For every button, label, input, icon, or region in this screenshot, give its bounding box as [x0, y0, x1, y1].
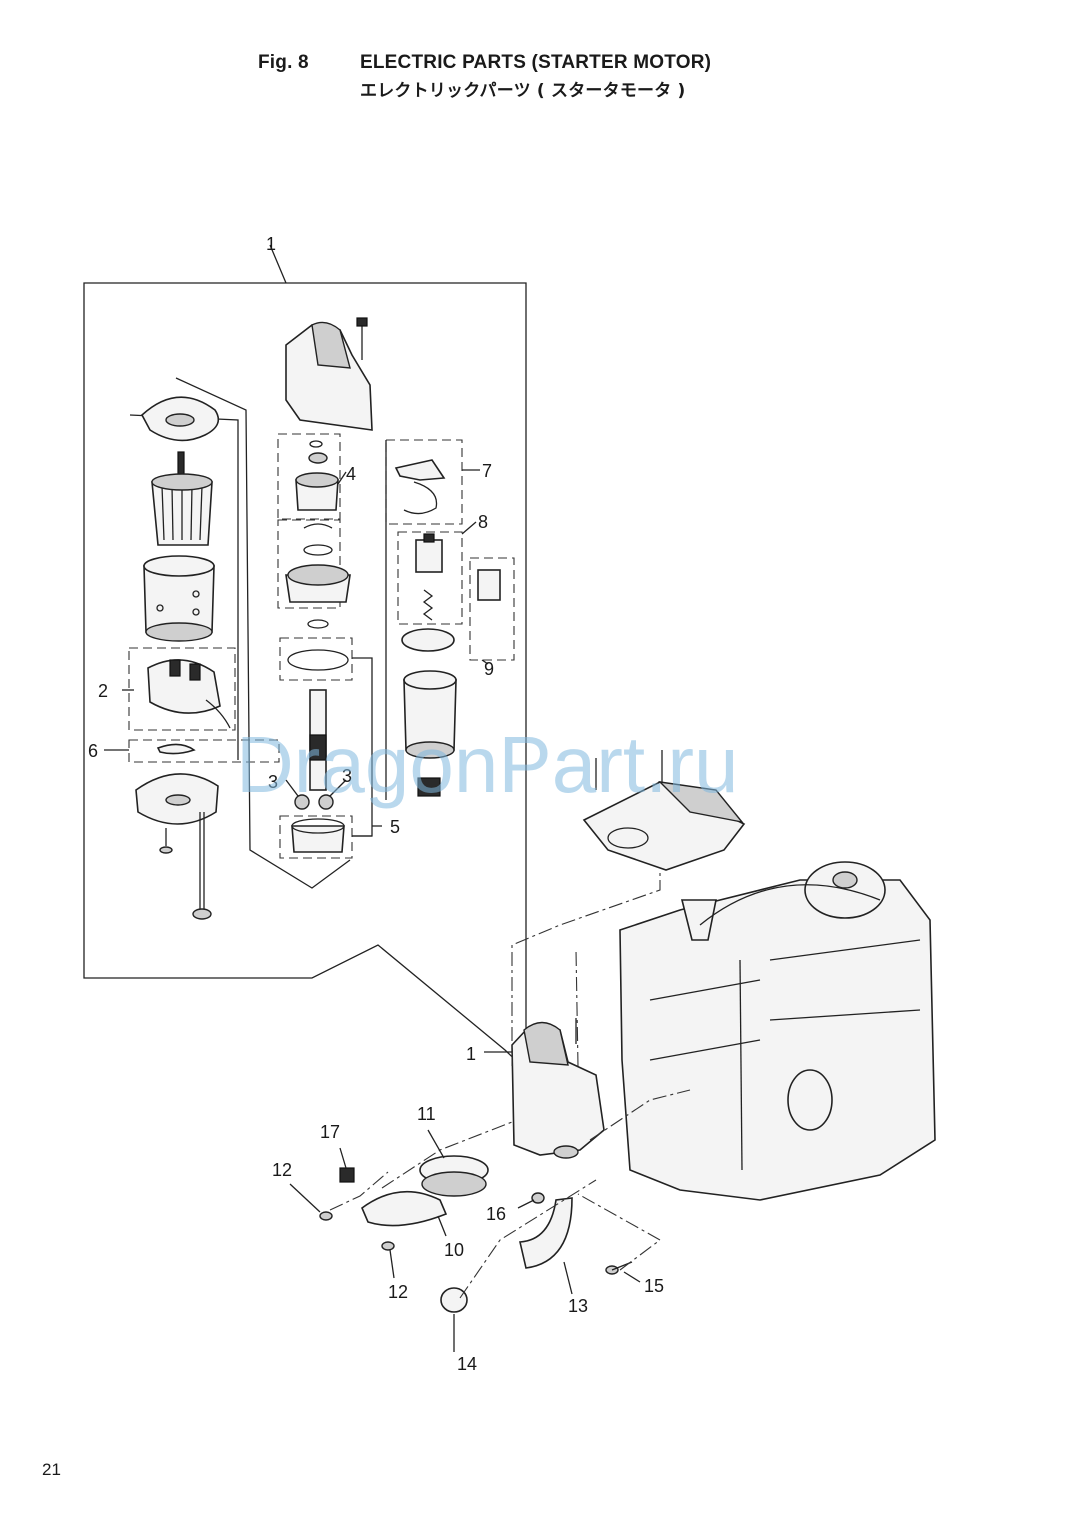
- through-bolt-part: [159, 812, 212, 920]
- plunger-part: [415, 533, 443, 621]
- callout-13: 13: [568, 1296, 588, 1316]
- starter-band-part: [361, 1155, 489, 1227]
- figure-title-japanese: エレクトリックパーツ ( スタータモータ ): [360, 81, 686, 101]
- callout-1-main: 1: [466, 1044, 476, 1064]
- callout-1-detail: 1: [266, 234, 276, 254]
- callout-10: 10: [444, 1240, 464, 1260]
- end-plate-part: [141, 396, 220, 442]
- leader-lines: [104, 469, 641, 1352]
- figure-number: Fig. 8: [258, 52, 309, 73]
- callout-12a: 12: [272, 1160, 292, 1180]
- page-number: 21: [42, 1460, 61, 1479]
- callout-3a: 3: [268, 772, 278, 792]
- front-housing-part: [285, 317, 373, 431]
- callout-8: 8: [478, 512, 488, 532]
- callout-6: 6: [88, 741, 98, 761]
- callout-7: 7: [482, 461, 492, 481]
- callout-14: 14: [457, 1354, 477, 1374]
- callout-11: 11: [417, 1104, 436, 1124]
- lever-spring-part: [394, 459, 446, 515]
- battery-cable-part: [440, 1197, 573, 1313]
- solenoid-part: [403, 670, 457, 797]
- watermark-text: DragonPart.ru: [236, 720, 738, 809]
- drive-parts-stack: [285, 440, 351, 853]
- callout-16: 16: [486, 1204, 506, 1224]
- figure-title-english: ELECTRIC PARTS (STARTER MOTOR): [360, 52, 712, 73]
- callout-17: 17: [320, 1122, 340, 1142]
- callout-5: 5: [390, 817, 400, 837]
- brush-holder-part: [147, 659, 231, 729]
- engine-block-part: [619, 861, 936, 1201]
- small-hardware: [319, 1167, 633, 1275]
- armature-part: [151, 451, 213, 546]
- starter-motor-assembly: [511, 1018, 605, 1159]
- clip-part: [156, 743, 196, 755]
- callout-3b: 3: [342, 766, 352, 786]
- starter-bracket-part: [582, 750, 746, 871]
- callout-9: 9: [484, 659, 494, 679]
- detail-frame: [83, 282, 527, 1072]
- callout-15: 15: [644, 1276, 664, 1296]
- detail-group-outlines: [128, 377, 515, 889]
- callout-12b: 12: [388, 1282, 408, 1302]
- callout-4: 4: [346, 464, 356, 484]
- callout-2: 2: [98, 681, 108, 701]
- yoke-part: [143, 555, 215, 642]
- contact-plate-part: [401, 569, 501, 652]
- rear-cover-part: [135, 773, 219, 825]
